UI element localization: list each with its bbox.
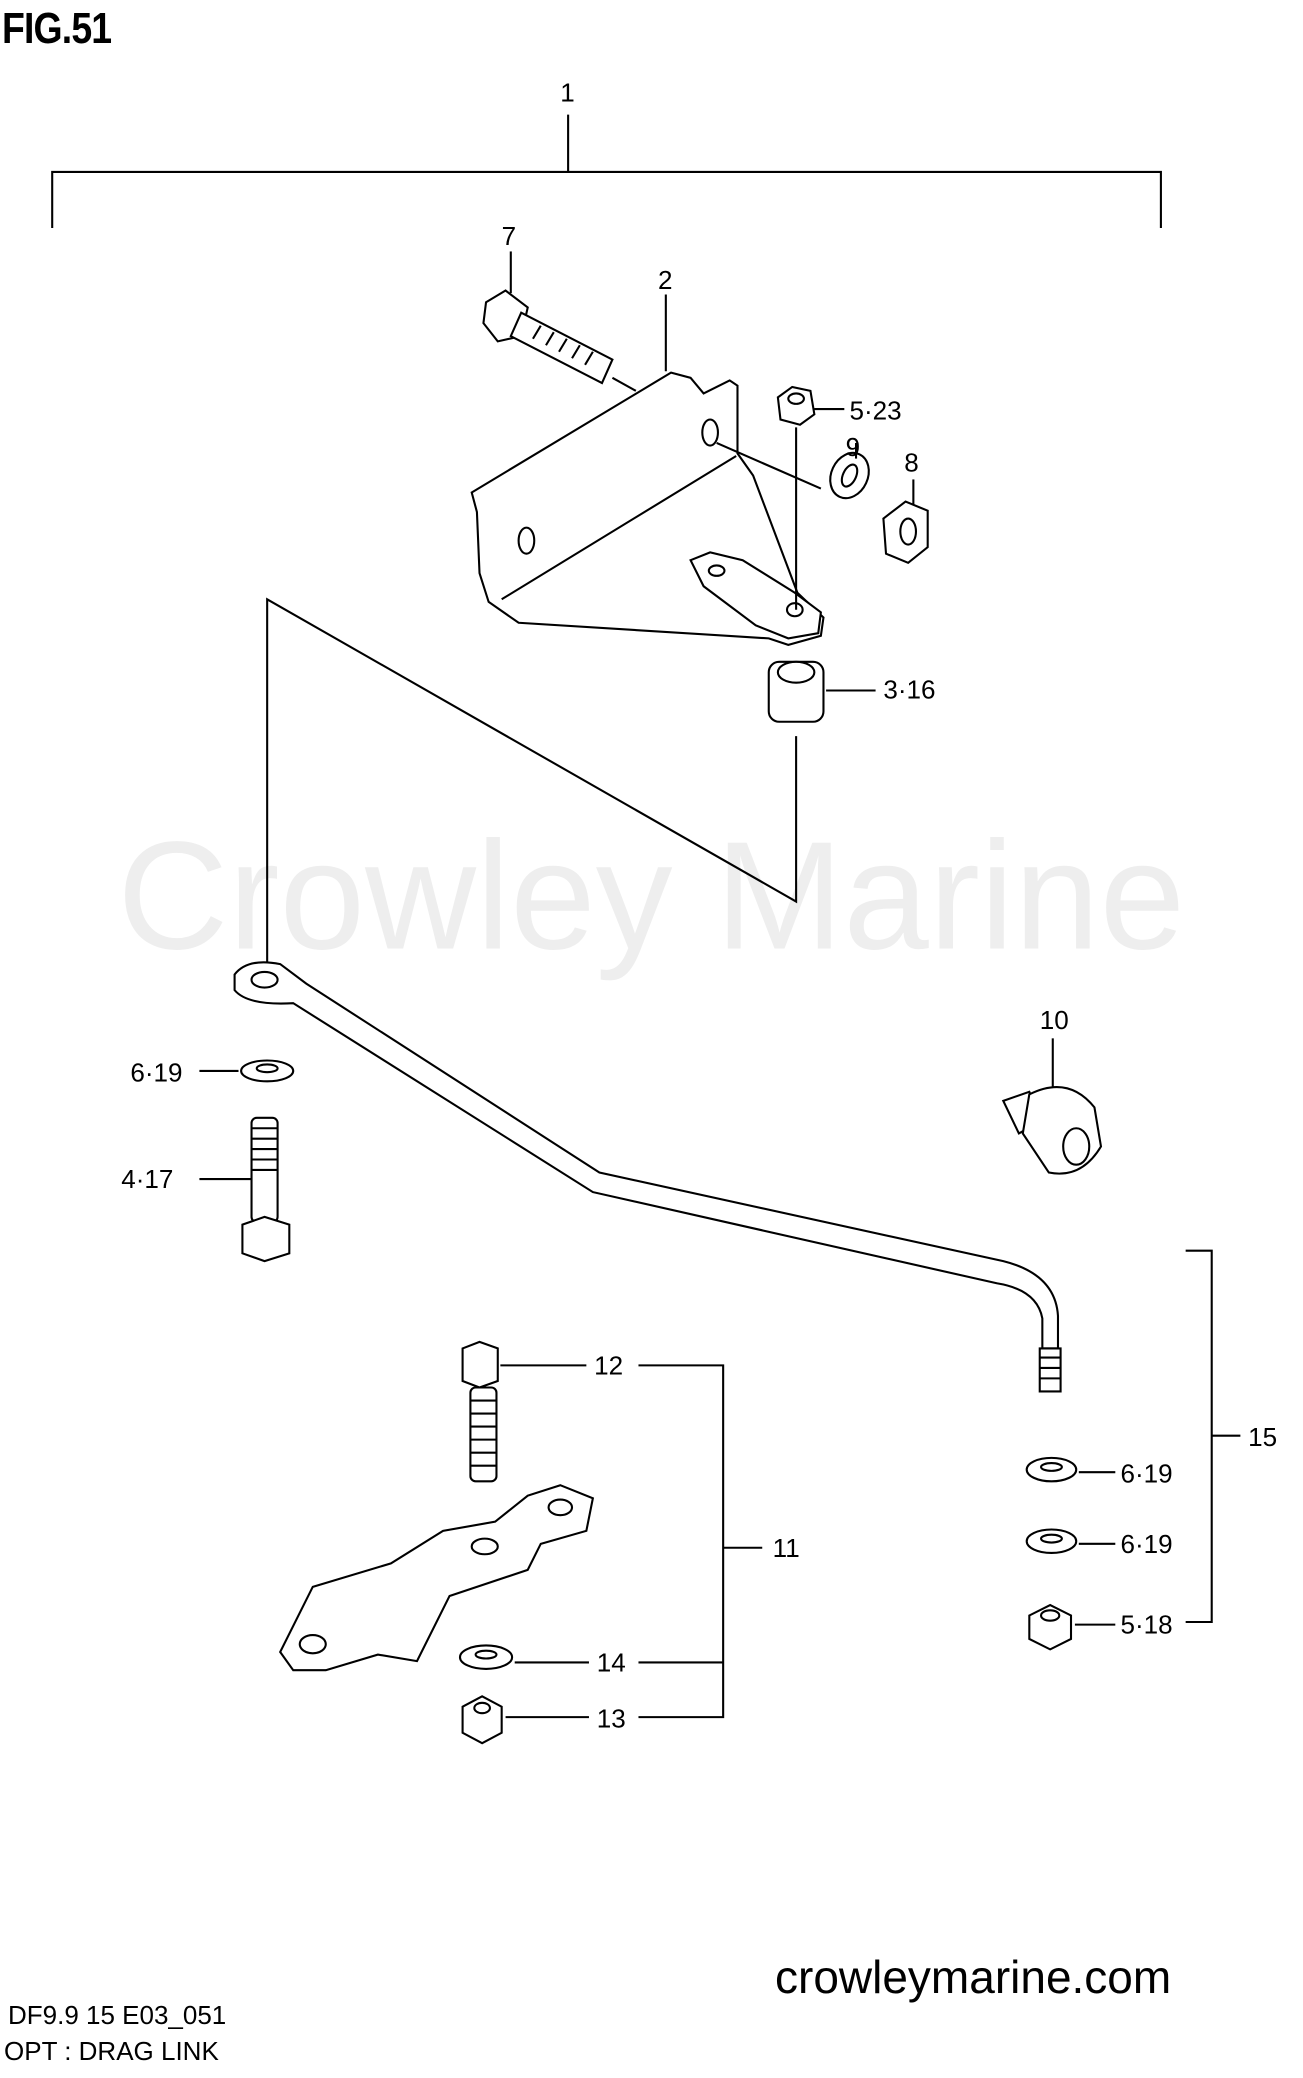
label-4-17: 4·17 bbox=[121, 1164, 173, 1194]
bracket-group-1 bbox=[51, 114, 1162, 228]
drag-link-rod bbox=[233, 961, 1062, 1393]
washer-6-19-a bbox=[1025, 1456, 1116, 1483]
label-13: 13 bbox=[597, 1704, 626, 1734]
washer-6-19-b bbox=[1025, 1528, 1116, 1555]
bolt-4-17 bbox=[199, 1116, 291, 1263]
label-3-16: 3·16 bbox=[883, 674, 935, 704]
plate bbox=[278, 1484, 595, 1672]
fitting-10 bbox=[1001, 1038, 1103, 1175]
label-9: 9 bbox=[846, 432, 861, 462]
label-2: 2 bbox=[658, 265, 673, 295]
bracket-2 bbox=[470, 294, 825, 646]
diagram-code: DF9.9 15 E03_051 bbox=[8, 2000, 227, 2030]
bolt-12 bbox=[461, 1340, 587, 1483]
label-5-18: 5·18 bbox=[1121, 1610, 1173, 1640]
label-6-19-b: 6·19 bbox=[1121, 1529, 1173, 1559]
bracket-group-15 bbox=[1185, 1249, 1241, 1624]
bushing-3-16 bbox=[266, 597, 876, 962]
label-1: 1 bbox=[560, 78, 575, 108]
washer-14 bbox=[458, 1644, 589, 1670]
washer-9 bbox=[829, 442, 870, 500]
nut-5-23 bbox=[776, 385, 845, 610]
label-5-23: 5·23 bbox=[850, 396, 902, 426]
nut-8 bbox=[882, 479, 929, 565]
figure-title: FIG.51 bbox=[2, 4, 112, 53]
diagram-caption: OPT : DRAG LINK bbox=[4, 2036, 219, 2066]
label-14: 14 bbox=[597, 1648, 626, 1678]
bracket-group-11 bbox=[638, 1364, 763, 1719]
nut-5-18 bbox=[1028, 1603, 1116, 1651]
website-link[interactable]: crowleymarine.com bbox=[775, 1951, 1172, 2003]
bolt-7 bbox=[482, 251, 637, 392]
label-10: 10 bbox=[1040, 1005, 1069, 1035]
label-15: 15 bbox=[1248, 1422, 1277, 1452]
watermark: Crowley Marine bbox=[117, 809, 1185, 981]
label-12: 12 bbox=[594, 1350, 623, 1380]
washer-6-19-left bbox=[199, 1059, 295, 1083]
nut-13 bbox=[461, 1695, 589, 1745]
label-7: 7 bbox=[502, 221, 517, 251]
label-8: 8 bbox=[904, 448, 919, 478]
label-6-19-left: 6·19 bbox=[130, 1057, 182, 1087]
label-6-19-a: 6·19 bbox=[1121, 1459, 1173, 1489]
label-11: 11 bbox=[773, 1533, 800, 1563]
